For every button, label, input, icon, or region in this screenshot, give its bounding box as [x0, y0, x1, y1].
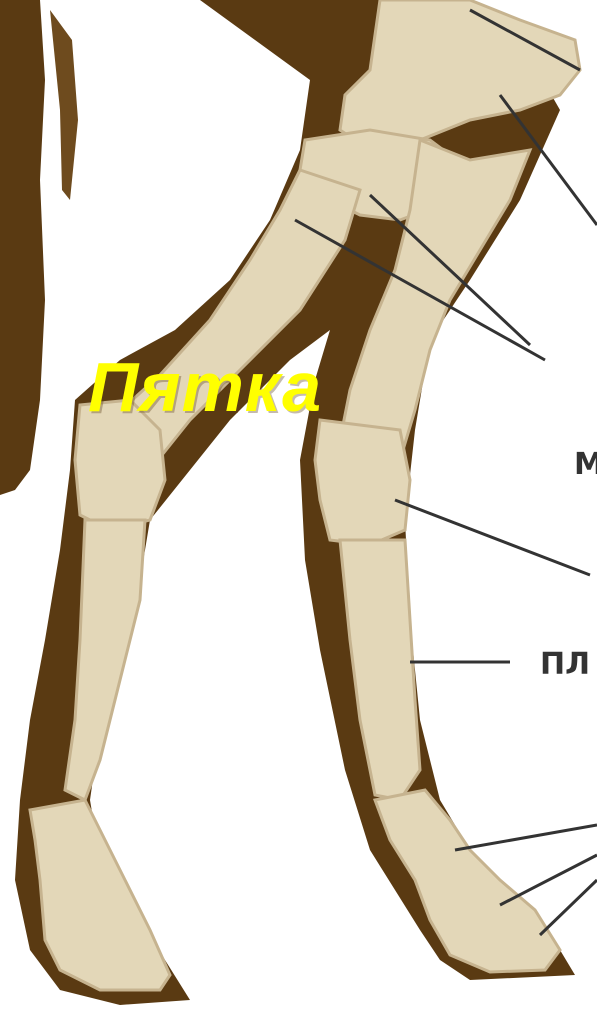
- right-hock-bone: [315, 420, 410, 545]
- leader-line: [395, 500, 590, 575]
- leader-line: [540, 880, 597, 935]
- leader-line: [500, 855, 597, 905]
- edge-label-pl: ПЛ: [540, 650, 590, 680]
- leader-line: [455, 825, 597, 850]
- heel-label: Пятка: [88, 352, 322, 422]
- edge-label-m: М: [574, 450, 597, 480]
